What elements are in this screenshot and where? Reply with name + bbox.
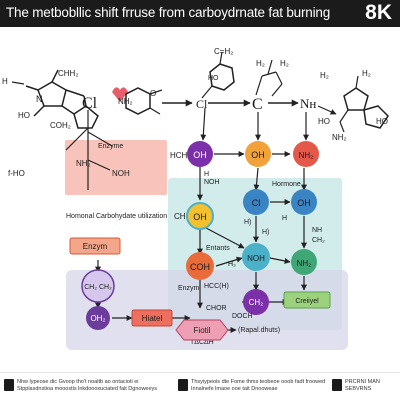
c-main-label: C <box>252 96 263 113</box>
node-oh-blue <box>291 189 317 215</box>
footer-text-2: Thsyiypeois dte Fome thms teobeoe ooob f… <box>191 379 326 392</box>
right-molecule <box>339 75 389 133</box>
enzym-box <box>69 237 121 255</box>
footer-col-1: Nhw lypeose dic Gvoop tho't noaltb ao on… <box>4 379 174 393</box>
node-coh-orange <box>186 252 214 280</box>
left-coh-label: COH₂ <box>50 121 71 130</box>
creiiyel-box-text: Creiiyel <box>295 298 319 305</box>
h2-cluster <box>255 59 283 97</box>
node-oh-violet-text: OH₂ <box>90 314 105 323</box>
page-footer: Nhw lypeose dic Gvoop tho't noaltb ao on… <box>0 372 400 401</box>
hormone-label: Hormone <box>272 181 301 188</box>
rapel-label: (Rapal.dhuts) <box>238 327 280 334</box>
left-n-label: N <box>36 94 43 104</box>
h-label-b: H <box>282 215 287 222</box>
enzyme-label: Enzyme <box>98 143 123 150</box>
document-icon <box>4 379 14 391</box>
hiatel-box-text: Hiatel <box>142 314 163 323</box>
node-noh-text: NOH <box>247 254 265 263</box>
node-ch-purple <box>243 289 269 315</box>
o-label-1: O <box>150 89 156 98</box>
taoh-label: TΔCΔH <box>190 339 214 346</box>
enzym-label: Enzym <box>178 285 200 292</box>
cl-label-1: Cl <box>82 95 98 112</box>
ring-ho-label: HO <box>208 75 219 82</box>
right-h2b-label: H₂ <box>362 69 371 78</box>
f-ho-label: f-HO <box>8 169 25 178</box>
resolution-badge: 8K <box>365 1 392 24</box>
node-cl-blue <box>243 189 269 215</box>
footer-text-3: PRCRNI MAN SEBVRNS <box>345 379 380 392</box>
creiiyel-box <box>283 291 331 309</box>
noh-mid-label: NOH <box>204 179 220 186</box>
document-icon <box>332 379 342 391</box>
page-header: The metbobllic shift frruse from carboyd… <box>0 0 400 27</box>
node-oh-blue-text: OH <box>297 198 311 208</box>
right-ho2-label: HO <box>376 117 388 126</box>
node-oh-yellow <box>186 202 214 230</box>
right-nh-label: NH₂ <box>332 133 347 142</box>
hcch-label: HCC(H) <box>204 283 229 290</box>
footer-col-2: Thsyiypeois dte Fome thms teobeoe ooob f… <box>178 379 328 393</box>
left-ho-label: HO <box>18 111 30 120</box>
node-nh-red-text: NH₂ <box>299 151 314 160</box>
nh-side-label: NH <box>312 227 322 234</box>
node-oh-purple <box>187 141 213 167</box>
hiatel-box <box>131 309 173 327</box>
h-label-d: H) <box>262 229 269 236</box>
node-noh <box>242 243 270 271</box>
node-nh-green <box>291 249 317 275</box>
ch-label: CH <box>174 212 186 221</box>
node-ch-purple-text: CH₂ <box>249 298 264 307</box>
enzyme-panel <box>65 140 167 195</box>
h-label-c: H) <box>244 219 251 226</box>
fiotil-box <box>175 319 229 341</box>
enzyme-nh2-label: NH₂ <box>76 159 91 168</box>
entants-label: Entants <box>206 245 230 252</box>
h2-label-a: H₂ <box>256 59 265 68</box>
heart-icon <box>112 87 128 102</box>
node-chch <box>81 269 115 303</box>
h-label-a: H <box>204 171 209 178</box>
node-chch-text: CH₂ CH₂ <box>84 284 112 291</box>
node-oh-violet <box>86 306 110 330</box>
hormonal-label: Homonal Carbohydate utilization <box>66 213 167 220</box>
connectors <box>95 107 309 333</box>
h2-label-b: H₂ <box>280 59 289 68</box>
nh-label-1: NH₂ <box>118 97 133 106</box>
nh-ring <box>125 87 163 115</box>
hch-label: HCH <box>170 151 188 160</box>
ring-top-label: C=H₂ <box>214 47 233 56</box>
nh-main-label: Nн <box>300 96 316 111</box>
metabolic-diagram: CHH₂ N HO COH₂ H Cl NH₂ O Cl C Nн C=H₂ H… <box>2 47 389 350</box>
fiotil-box-text: Fiotil <box>194 326 211 335</box>
node-cl-blue-text: Cl <box>252 198 261 208</box>
enzym-box-text: Enzym <box>83 242 108 251</box>
document-icon <box>178 379 188 391</box>
top-ring <box>201 51 235 99</box>
left-h-label: H <box>2 77 8 86</box>
h3-label: H₃ <box>228 261 236 268</box>
right-h2-label: H₂ <box>320 71 329 80</box>
footer-text-1: Nhw lypeose dic Gvoop tho't noaltb ao on… <box>17 379 158 392</box>
enzyme-noh-label: NOH <box>112 169 130 178</box>
page-title: The metbobllic shift frruse from carboyd… <box>6 5 331 20</box>
doch-label: DOCH <box>232 313 253 320</box>
cl-label-2: Cl <box>196 97 208 111</box>
right-ho-label: HO <box>318 117 330 126</box>
node-oh-orange <box>245 141 271 167</box>
ch2-side-label: CH₂ <box>312 237 325 244</box>
fat-panel <box>66 270 348 350</box>
left-top-label: CHH₂ <box>58 69 78 78</box>
choh-label: CHOR <box>206 305 227 312</box>
node-coh-text: COH <box>190 262 210 272</box>
node-nh-red <box>293 141 319 167</box>
node-oh-purple-text: OH <box>193 150 207 160</box>
node-nh-green-text: NH₂ <box>297 259 312 268</box>
left-molecule <box>11 69 99 129</box>
node-oh-yellow-text: OH <box>193 212 207 222</box>
node-oh-orange-text: OH <box>251 150 265 160</box>
footer-col-3: PRCRNI MAN SEBVRNS <box>332 379 398 393</box>
